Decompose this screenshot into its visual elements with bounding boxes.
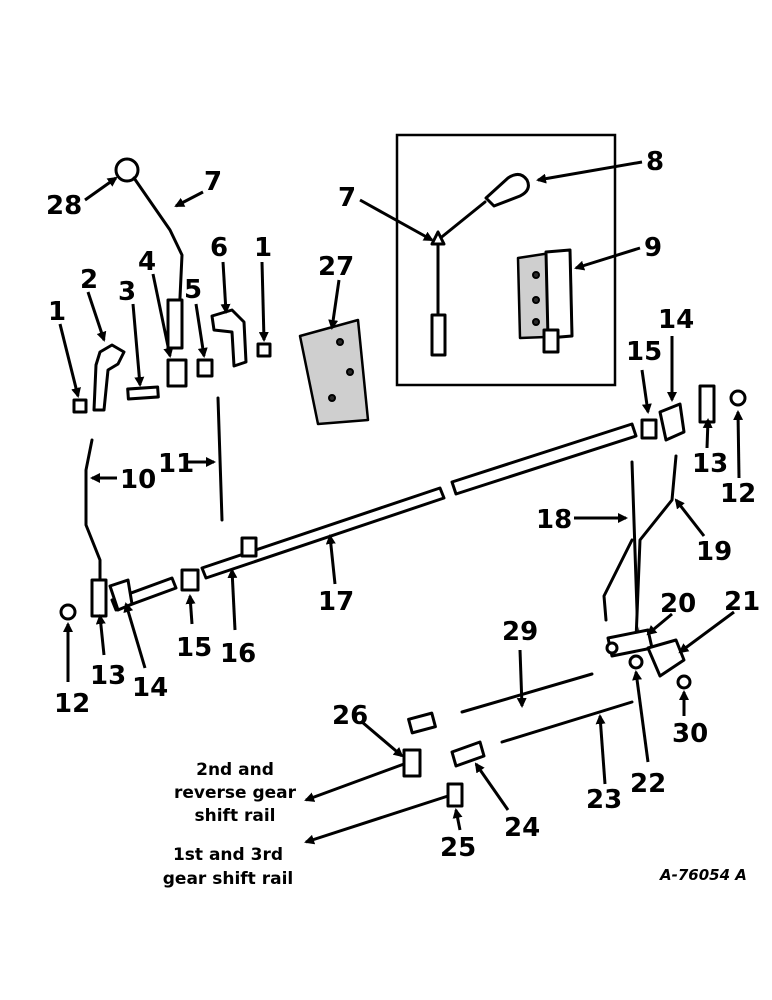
callout-6: 6 (210, 233, 228, 263)
callout-30: 30 (672, 719, 708, 749)
part-26-clamp (402, 748, 422, 778)
callout-13-left: 13 (90, 661, 126, 691)
part-28-knob (114, 157, 140, 183)
callout-22: 22 (630, 769, 666, 799)
part-9-bracket (516, 248, 574, 354)
svg-text:gear shift rail: gear shift rail (163, 869, 293, 889)
callout-5: 5 (184, 275, 202, 305)
callout-4: 4 (138, 247, 156, 277)
callout-18: 18 (536, 505, 572, 535)
part-1-nut-right (256, 342, 272, 358)
part-7-lever (132, 176, 184, 350)
callout-28: 28 (46, 191, 82, 221)
part-10-rod (84, 438, 102, 587)
callout-7-inset: 7 (338, 183, 356, 213)
part-24-yoke (450, 740, 486, 768)
part-13-clevis-right (698, 384, 716, 424)
callout-9: 9 (644, 233, 662, 263)
inset-frame (395, 133, 617, 387)
caption-1st-3rd-rail: 1st and 3rd gear shift rail (163, 845, 293, 889)
callout-15-right: 15 (626, 337, 662, 367)
part-19-rod (634, 454, 678, 642)
callout-25: 25 (440, 833, 476, 863)
part-2-bracket (92, 343, 126, 412)
part-15-bushing-right (640, 418, 658, 440)
callout-13-right: 13 (692, 449, 728, 479)
reference-code: A-76054 A (659, 866, 747, 884)
svg-text:reverse gear: reverse gear (174, 783, 297, 803)
callout-19: 19 (696, 537, 732, 567)
callout-1-right: 1 (254, 233, 272, 263)
part-6-bracket (210, 308, 248, 368)
part-27-plate (298, 318, 370, 426)
part-4-block (166, 358, 188, 388)
callout-17: 17 (318, 587, 354, 617)
callout-16: 16 (220, 639, 256, 669)
part-21-lever (646, 638, 686, 678)
part-17-cross-shaft (200, 422, 638, 580)
callout-23: 23 (586, 785, 622, 815)
part-11-rod (216, 396, 224, 522)
part-22-washer (628, 654, 644, 670)
svg-text:1st and 3rd: 1st and 3rd (173, 845, 283, 865)
part-20-bracket (605, 628, 654, 658)
callout-8: 8 (646, 147, 664, 177)
callout-15-left: 15 (176, 633, 212, 663)
part-1-nut-left (72, 398, 88, 414)
part-12-pin-left (59, 603, 77, 621)
callout-26: 26 (332, 701, 368, 731)
svg-text:shift rail: shift rail (195, 806, 276, 826)
part-7-lever-inset (430, 200, 487, 357)
part-23-rod (500, 700, 634, 744)
callout-20: 20 (660, 589, 696, 619)
callout-12-right: 12 (720, 479, 756, 509)
part-15-bushing-left (180, 568, 200, 592)
callout-24: 24 (504, 813, 540, 843)
part-25-clamp (446, 782, 464, 808)
part-5-bushing (196, 358, 214, 378)
callout-27: 27 (318, 252, 354, 282)
callout-14-right: 14 (658, 305, 694, 335)
leader-lines (58, 160, 744, 845)
part-13-clevis-left (90, 578, 108, 618)
caption-2nd-reverse-rail: 2nd and reverse gear shift rail (174, 760, 297, 826)
part-3-pin (126, 385, 160, 401)
callout-7-left: 7 (204, 167, 222, 197)
callout-29: 29 (502, 617, 538, 647)
callout-1-left: 1 (48, 297, 66, 327)
part-29-rod (407, 672, 594, 735)
callout-14-left: 14 (132, 673, 168, 703)
part-18-rod (602, 460, 640, 642)
callout-10: 10 (120, 465, 156, 495)
callout-12-left: 12 (54, 689, 90, 719)
svg-text:2nd and: 2nd and (196, 760, 274, 780)
callout-21: 21 (724, 587, 760, 617)
part-30-nut (676, 674, 692, 690)
callout-11: 11 (158, 449, 194, 479)
part-14-lever-right (658, 402, 686, 442)
part-12-pin-right (729, 389, 747, 407)
callout-3: 3 (118, 277, 136, 307)
part-8-knob (484, 173, 530, 208)
callout-2: 2 (80, 265, 98, 295)
